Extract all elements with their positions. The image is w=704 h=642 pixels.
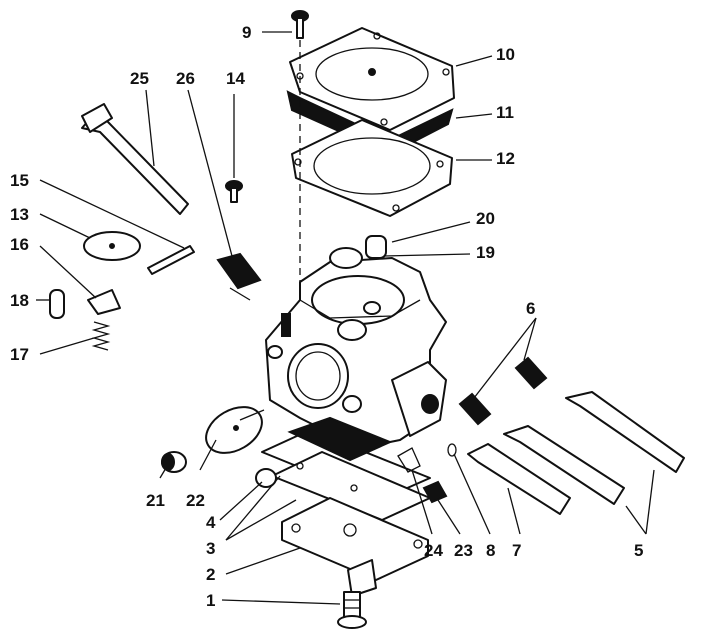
spring-part-6 [458, 356, 548, 426]
callout-9: 9 [242, 23, 251, 42]
callout-24: 24 [424, 541, 443, 560]
needle-part-7 [467, 443, 571, 515]
callout-21: 21 [146, 491, 165, 510]
lever-part-16 [87, 289, 121, 315]
callout-26: 26 [176, 69, 195, 88]
gasket-part-11 [286, 90, 454, 156]
callout-20: 20 [476, 209, 495, 228]
callout-7: 7 [512, 541, 521, 560]
callout-12: 12 [496, 149, 515, 168]
carburetor-body [265, 257, 447, 449]
spring-part-26 [216, 252, 262, 301]
callout-5: 5 [634, 541, 643, 560]
callout-23: 23 [454, 541, 473, 560]
callout-25: 25 [130, 69, 149, 88]
clip-part-24 [397, 447, 421, 473]
bottom-cover-part-2 [281, 497, 429, 597]
screw-part-18 [49, 289, 65, 319]
callout-13: 13 [10, 205, 29, 224]
callout-14: 14 [226, 69, 245, 88]
needle-part-5 [503, 391, 685, 505]
callout-4: 4 [206, 513, 216, 532]
callout-19: 19 [476, 243, 495, 262]
screw-part-14 [225, 180, 243, 203]
ball-part-8 [447, 443, 457, 457]
callout-11: 11 [496, 103, 514, 122]
callout-1: 1 [206, 591, 215, 610]
callout-18: 18 [10, 291, 29, 310]
screw-part-9 [291, 10, 309, 39]
valve-part-19 [329, 247, 363, 269]
leader-lines [36, 31, 655, 605]
disc-part-13 [83, 231, 141, 261]
screw-part-23 [422, 480, 448, 504]
callout-6: 6 [526, 299, 535, 318]
plate-part-22 [205, 406, 263, 454]
callout-labels: 9 10 11 12 20 19 25 26 14 15 13 16 18 17… [10, 23, 643, 610]
callout-22: 22 [186, 491, 205, 510]
diaphragm-part-12 [291, 119, 453, 217]
pin-part-15 [147, 245, 195, 275]
plug-part-21 [161, 451, 187, 473]
callout-2: 2 [206, 565, 215, 584]
callout-3: 3 [206, 539, 215, 558]
inlet-fitting-part-1 [337, 591, 367, 629]
callout-8: 8 [486, 541, 495, 560]
callout-17: 17 [10, 345, 29, 364]
spring-part-17 [91, 321, 111, 351]
shaft-part-25 [81, 103, 189, 215]
callout-10: 10 [496, 45, 515, 64]
callout-16: 16 [10, 235, 29, 254]
callout-15: 15 [10, 171, 29, 190]
valve-part-20 [365, 235, 387, 259]
